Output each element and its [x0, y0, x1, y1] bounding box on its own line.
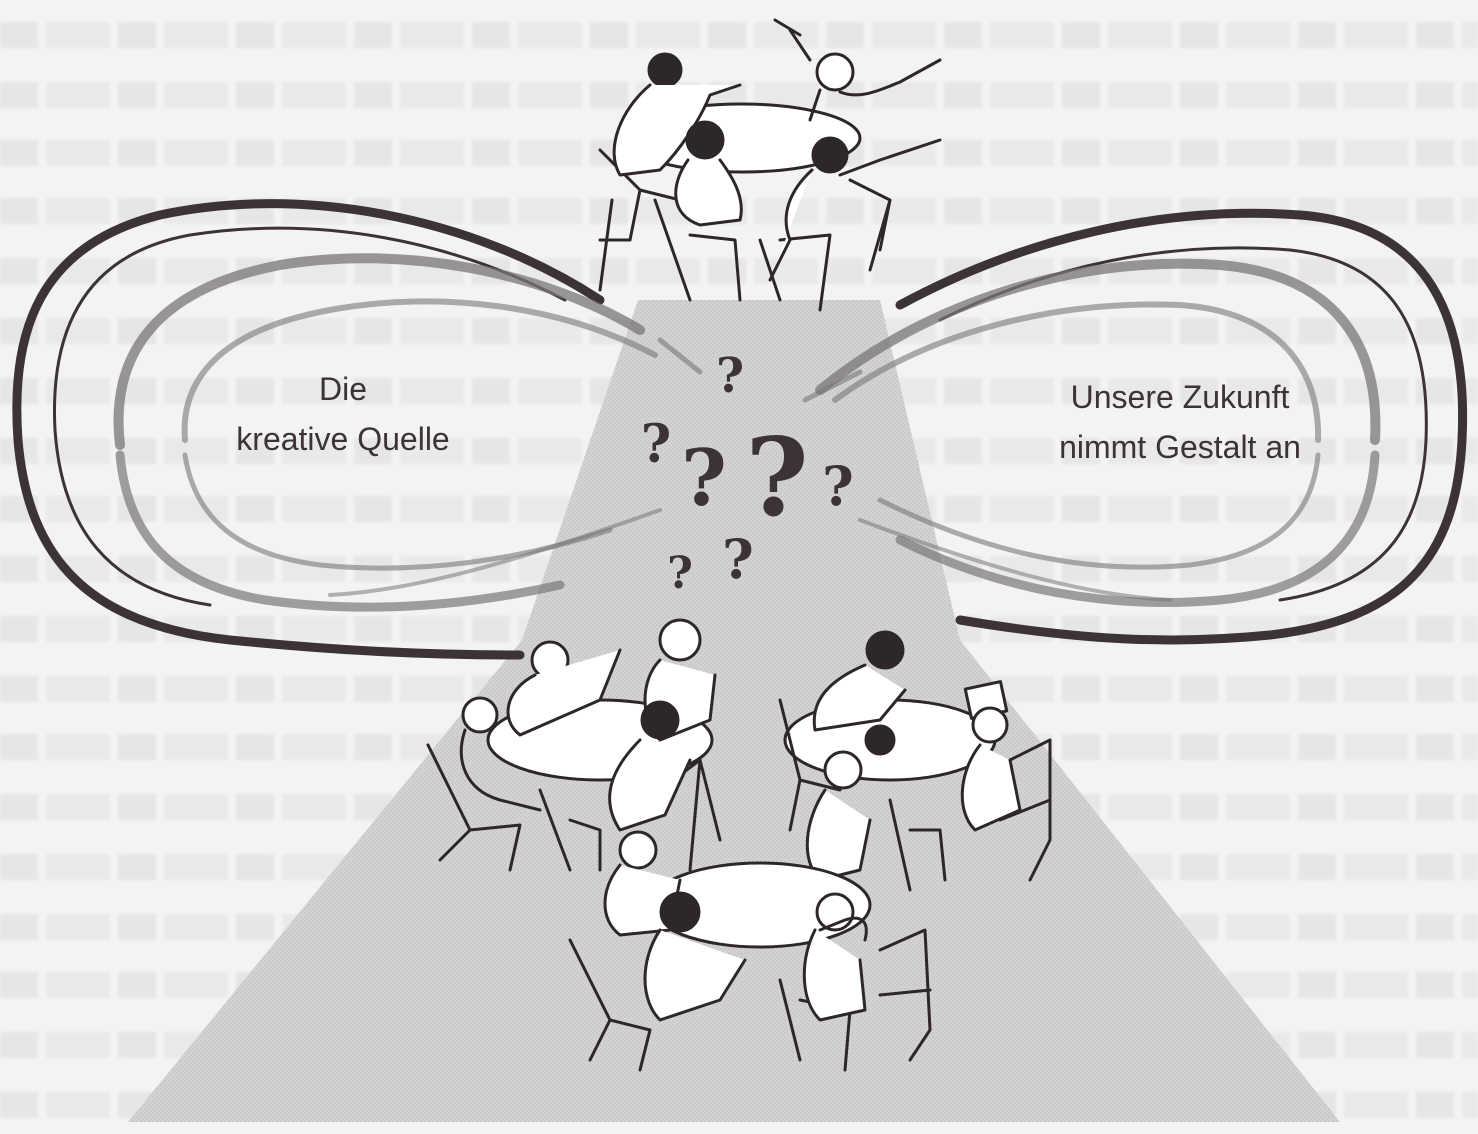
- question-mark-6: ?: [722, 527, 754, 591]
- people-at-round-tables-icon: [426, 18, 1052, 1072]
- table-group-bottom: [568, 830, 932, 1072]
- future-takes-shape-label-line1: Unsere Zukunft: [1070, 379, 1290, 415]
- future-takes-shape-label: Unsere Zukunft nimmt Gestalt an: [1000, 372, 1360, 472]
- question-mark-1: ?: [716, 348, 744, 404]
- question-mark-7: ?: [667, 548, 693, 599]
- future-takes-shape-label-line2: nimmt Gestalt an: [1059, 429, 1301, 465]
- table-group-left: [426, 618, 722, 872]
- table-group-right: [778, 630, 1052, 892]
- creative-source-label: Die kreative Quelle: [178, 364, 508, 464]
- light-cone: [128, 300, 1340, 1122]
- question-mark-2: ?: [641, 414, 671, 475]
- question-mark-5: ?: [822, 454, 854, 518]
- question-mark-4: ?: [745, 415, 808, 541]
- creative-source-label-line1: Die: [318, 371, 367, 407]
- question-mark-3: ?: [681, 433, 727, 524]
- infinity-loop-arrows-icon: [12, 199, 1468, 660]
- table-group-top: [598, 18, 942, 312]
- creative-source-label-line2: kreative Quelle: [236, 421, 450, 457]
- question-marks-icon: ? ? ? ? ? ? ?: [641, 348, 854, 599]
